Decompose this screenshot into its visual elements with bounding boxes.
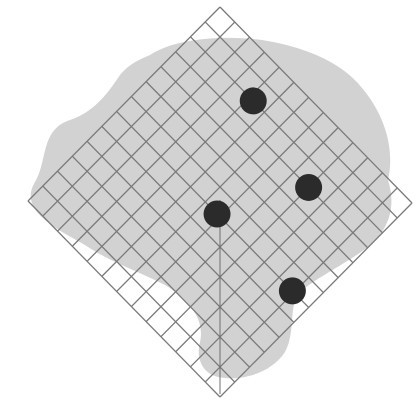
dot-4: [204, 200, 231, 227]
dot-1: [295, 174, 322, 201]
dot-3: [279, 277, 306, 304]
dot-2: [240, 87, 267, 114]
